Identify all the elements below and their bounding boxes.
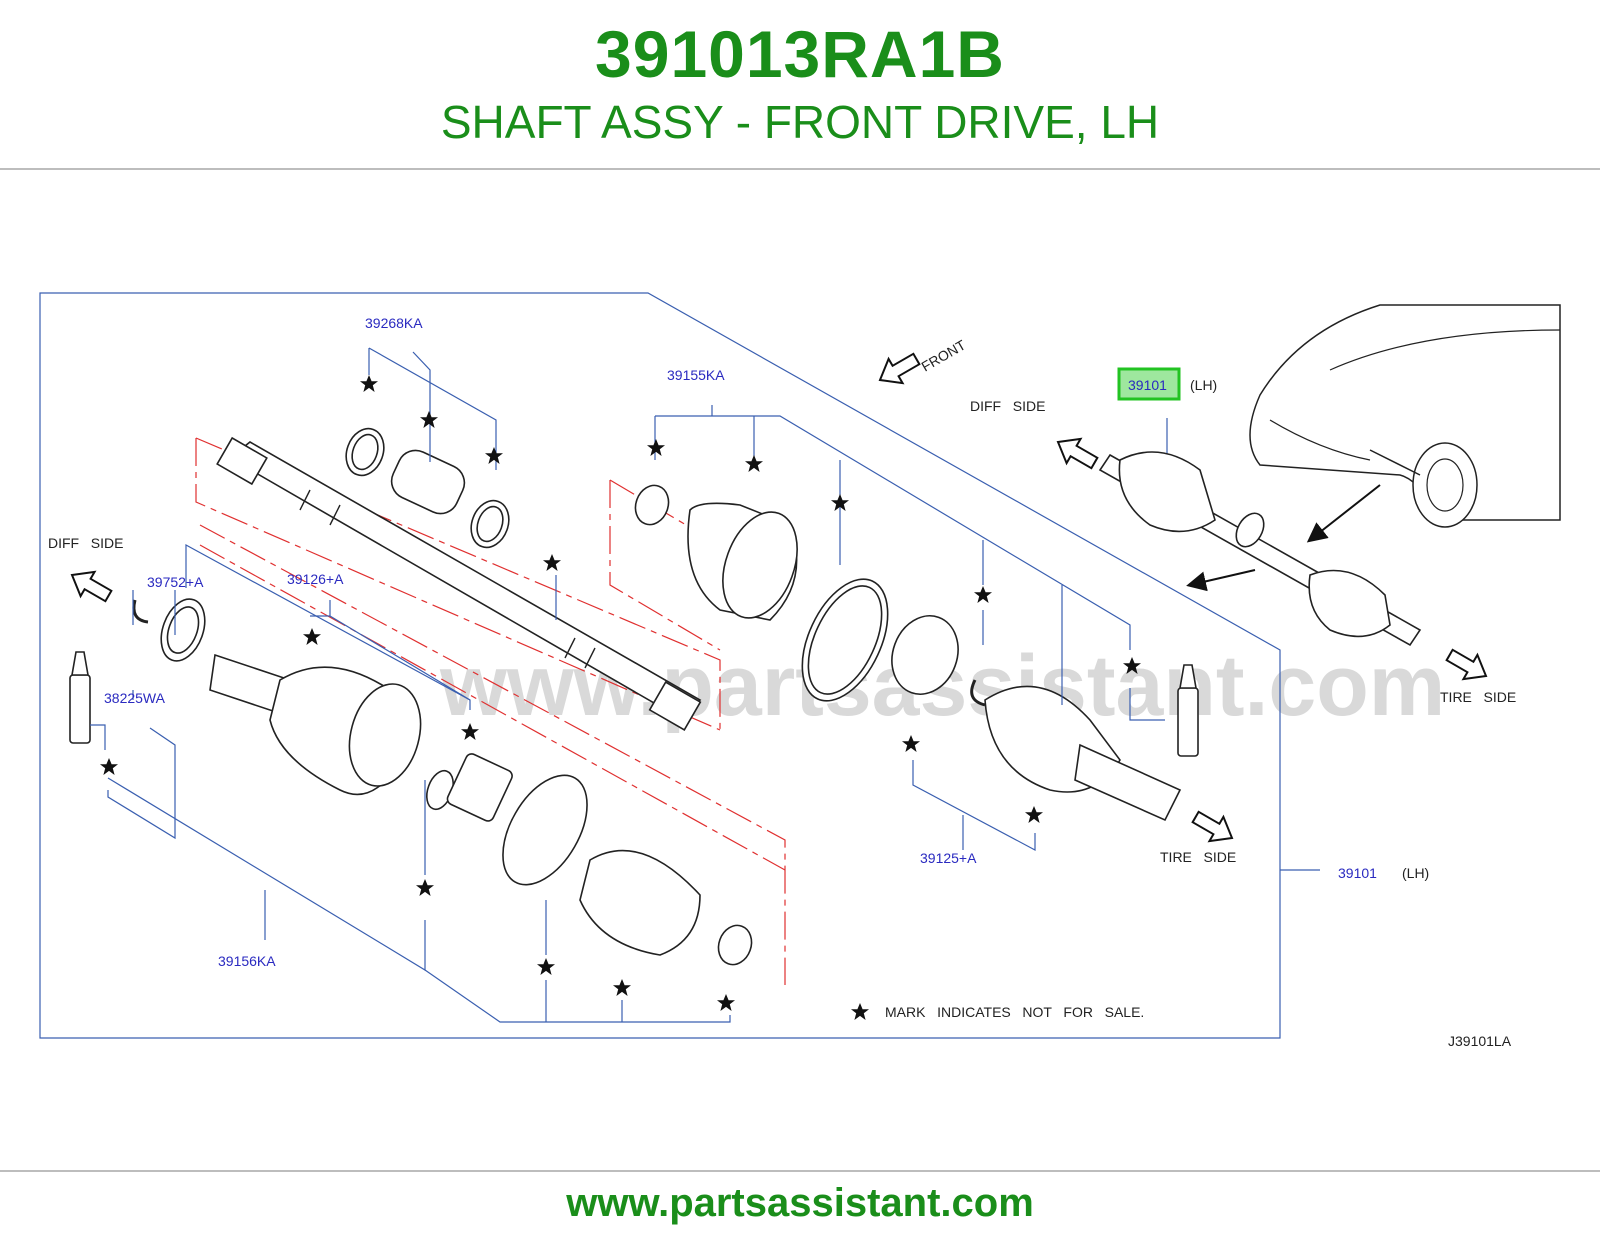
star-icon <box>485 447 503 464</box>
lh-label-inset: (LH) <box>1190 377 1217 393</box>
callout-39101-main[interactable]: 39101 <box>1338 865 1377 881</box>
direction-arrows <box>70 352 1488 843</box>
footer-url[interactable]: www.partsassistant.com <box>566 1181 1034 1225</box>
highlighted-part-box[interactable] <box>1117 367 1181 401</box>
assembly-frame <box>39 292 1281 1039</box>
callout-39125A[interactable]: 39125+A <box>920 850 977 866</box>
direction-arrow-icon <box>1445 648 1488 681</box>
damper-parts-39268KA <box>345 427 510 549</box>
star-icon <box>1025 806 1043 823</box>
grease-tube-left <box>69 651 91 744</box>
star-icon <box>100 758 118 775</box>
legend-text: MARK INDICATES NOT FOR SALE. <box>885 1004 1144 1020</box>
tire-side-label-main: TIRE SIDE <box>1160 849 1236 865</box>
star-icon <box>974 586 992 603</box>
direction-arrow-icon <box>70 570 113 603</box>
leader-lines <box>90 347 1320 1023</box>
drive-shaft-bar <box>216 436 702 731</box>
diff-side-label-inset: DIFF SIDE <box>970 398 1045 414</box>
callout-39268KA[interactable]: 39268KA <box>365 315 423 331</box>
callout-38225WA[interactable]: 38225WA <box>104 690 166 706</box>
callout-39101-inset[interactable]: 39101 <box>1128 377 1167 393</box>
direction-arrow-icon <box>1191 810 1234 843</box>
direction-arrow-icon <box>1056 437 1099 470</box>
part-number-title: 391013RA1B <box>595 17 1005 91</box>
star-icon <box>647 439 665 456</box>
direction-arrow-icon <box>878 352 921 385</box>
star-icon <box>416 879 434 896</box>
callout-39155KA[interactable]: 39155KA <box>667 367 725 383</box>
inner-joint-39156KA <box>132 598 753 966</box>
star-icon <box>420 411 438 428</box>
header-divider <box>0 168 1600 170</box>
tire-side-label-inset: TIRE SIDE <box>1440 689 1516 705</box>
lh-label-main: (LH) <box>1402 865 1429 881</box>
callout-39752A[interactable]: 39752+A <box>147 574 204 590</box>
inset-drive-shaft <box>1098 451 1422 647</box>
diff-side-label-left: DIFF SIDE <box>48 535 123 551</box>
star-icon <box>543 554 561 571</box>
outer-joint-39125A <box>891 615 1182 822</box>
star-icon <box>717 994 735 1011</box>
grease-tube-right <box>1177 664 1199 757</box>
star-icon <box>613 979 631 996</box>
footer-divider <box>0 1170 1600 1172</box>
car-outline-icon <box>1249 304 1561 528</box>
star-icon <box>745 455 763 472</box>
callout-39156KA[interactable]: 39156KA <box>218 953 276 969</box>
star-icon <box>851 1003 869 1020</box>
star-icon <box>902 735 920 752</box>
front-label: FRONT <box>919 336 969 374</box>
callout-39126A[interactable]: 39126+A <box>287 571 344 587</box>
part-name-subtitle: SHAFT ASSY - FRONT DRIVE, LH <box>440 96 1160 148</box>
star-icon <box>360 375 378 392</box>
outer-boot-39155KA <box>634 484 889 702</box>
drawing-code: J39101LA <box>1448 1033 1512 1049</box>
star-icon <box>537 958 555 975</box>
star-icon <box>303 628 321 645</box>
inset-pointer-arrows <box>1186 484 1381 592</box>
